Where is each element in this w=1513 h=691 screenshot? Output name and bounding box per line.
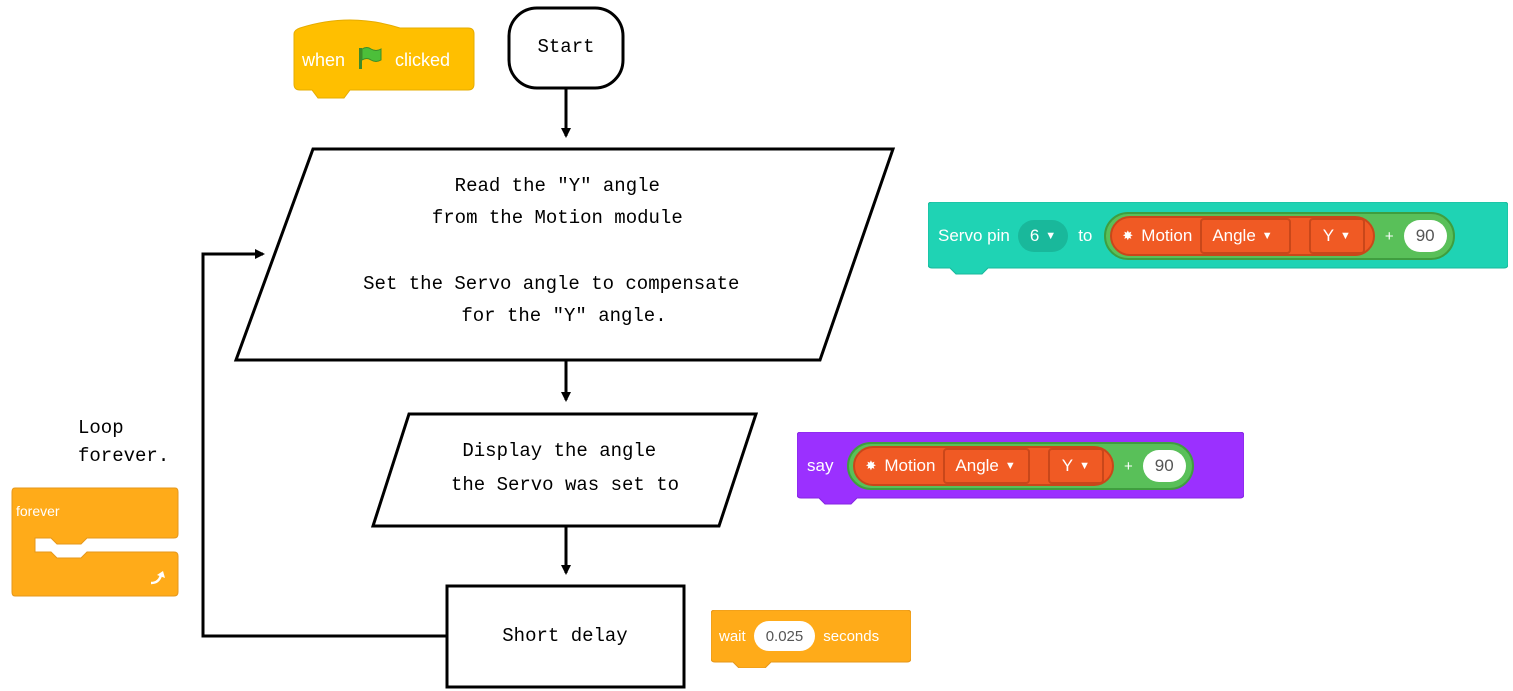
wait-row: wait 0.025 seconds: [719, 620, 879, 652]
forever-block[interactable]: forever: [11, 486, 179, 598]
wait-label: wait: [719, 627, 746, 645]
hat-shape: [293, 19, 475, 99]
say-angle-value: Angle: [955, 456, 999, 475]
forever-label: forever: [16, 503, 60, 519]
servo-axis-value: Y: [1322, 226, 1335, 245]
chevron-down-icon: ▼: [1340, 230, 1351, 242]
display-text: Display the angle the Servo was set to: [451, 440, 679, 496]
say-offset-input[interactable]: 90: [1142, 450, 1186, 482]
servo-motion-reporter[interactable]: ✸ Motion Angle ▼ Y ▼: [1110, 216, 1375, 256]
hat-content: when clicked: [302, 46, 450, 75]
forever-shape: [11, 487, 179, 597]
wait-unit-label: seconds: [823, 627, 880, 645]
chevron-down-icon: ▼: [1079, 460, 1091, 472]
display-line-1: Display the angle: [462, 440, 656, 462]
servo-angle-dropdown[interactable]: Angle ▼: [1200, 218, 1291, 254]
read-set-text: Read the "Y" angle from the Motion modul…: [363, 175, 751, 327]
motion-sensor-icon: ✸: [865, 458, 877, 473]
say-angle-dropdown[interactable]: Angle ▼: [943, 448, 1030, 484]
read-line-2: from the Motion module: [432, 207, 683, 229]
say-axis-dropdown[interactable]: Y ▼: [1047, 448, 1105, 484]
servo-block[interactable]: Servo pin 6 ▼ to ✸ Motion Angle ▼ Y ▼ + …: [928, 202, 1508, 276]
wait-value-input[interactable]: 0.025: [753, 621, 816, 651]
chevron-down-icon: ▼: [1004, 460, 1016, 472]
say-axis-value: Y: [1061, 456, 1074, 475]
when-label: when: [302, 50, 346, 70]
say-add-operator[interactable]: ✸ Motion Angle ▼ Y ▼ + 90: [847, 442, 1194, 490]
servo-add-operator[interactable]: ✸ Motion Angle ▼ Y ▼ + 90: [1104, 212, 1455, 260]
chevron-down-icon: ▼: [1261, 230, 1273, 242]
read-line-5: for the "Y" angle.: [461, 305, 666, 327]
read-line-4: Set the Servo angle to compensate: [363, 273, 739, 295]
when-flag-clicked-block[interactable]: when clicked: [290, 8, 476, 100]
servo-angle-value: Angle: [1212, 226, 1256, 245]
servo-pin-label: Servo pin: [938, 226, 1010, 245]
say-row: say ✸ Motion Angle ▼ Y ▼ + 90: [807, 442, 1194, 490]
loop-arrow-icon: [149, 570, 169, 591]
chevron-down-icon: ▼: [1045, 230, 1057, 242]
say-block[interactable]: say ✸ Motion Angle ▼ Y ▼ + 90: [797, 432, 1244, 506]
display-line-2: the Servo was set to: [451, 474, 679, 496]
display-node: [370, 412, 759, 528]
say-plus-sign: +: [1124, 457, 1133, 475]
say-motion-reporter[interactable]: ✸ Motion Angle ▼ Y ▼: [853, 446, 1115, 486]
motion-sensor-icon: ✸: [1122, 228, 1134, 243]
servo-plus-sign: +: [1384, 227, 1394, 245]
servo-pin-value: 6: [1029, 226, 1040, 245]
delay-text: Short delay: [502, 625, 627, 647]
servo-offset-input[interactable]: 90: [1403, 220, 1447, 252]
say-label: say: [807, 456, 834, 475]
say-motion-label: Motion: [884, 456, 936, 475]
loop-label-line-1: Loop: [78, 417, 124, 439]
start-text: Start: [537, 36, 594, 58]
read-line-1: Read the "Y" angle: [455, 175, 660, 197]
servo-pin-dropdown[interactable]: 6 ▼: [1017, 220, 1069, 252]
servo-axis-dropdown[interactable]: Y ▼: [1308, 218, 1365, 254]
servo-to-label: to: [1078, 226, 1093, 245]
loop-label-line-2: forever.: [78, 445, 170, 467]
clicked-label: clicked: [395, 50, 451, 70]
wait-block[interactable]: wait 0.025 seconds: [711, 610, 911, 668]
loop-label: Loop forever.: [78, 414, 169, 470]
loop-back-arrow: [201, 249, 447, 638]
read-set-node: [233, 147, 896, 362]
green-flag-icon: [357, 46, 383, 75]
servo-row: Servo pin 6 ▼ to ✸ Motion Angle ▼ Y ▼ + …: [938, 212, 1455, 260]
servo-motion-label: Motion: [1141, 226, 1193, 245]
